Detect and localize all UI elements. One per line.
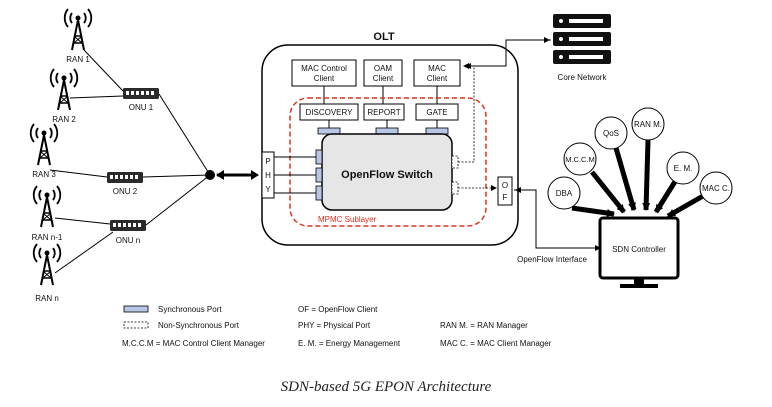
gate-label: GATE [426,108,447,117]
onu-n-icon [110,220,146,231]
onu-1-icon [123,88,159,99]
legend-phy: PHY = Physical Port [298,321,371,330]
phy-letter-p: P [265,157,270,166]
dba-app [547,176,581,210]
core-network: Core Network [463,14,611,82]
of-letter-f: F [503,193,508,202]
legend-ranm: RAN M. = RAN Manager [440,321,528,330]
energy-management-app [666,151,700,185]
ran-2-tower-icon [49,68,79,111]
splitter-node [205,170,215,180]
legend-nonsync-port: Non-Synchronous Port [158,321,240,330]
ran-n-label: RAN n [35,294,59,303]
server-icon [553,32,611,46]
server-icon [553,50,611,64]
openflow-interface-label: OpenFlow Interface [517,255,587,264]
onu-1-label: ONU 1 [129,103,154,112]
mac-control-client-line1: MAC Control [301,64,347,73]
onu-2-label: ONU 2 [113,187,138,196]
non-sync-port [451,155,459,169]
ran-n-1-label: RAN n-1 [32,233,63,242]
ran-n-1-tower-icon [32,185,62,228]
legend-mccm: M.C.C.M = MAC Control Client Manager [122,339,265,348]
mccm-app [563,142,597,176]
phy-letter-y: Y [265,185,271,194]
legend-em: E. M. = Energy Management [298,339,401,348]
legend-macc: MAC C. = MAC Client Manager [440,339,552,348]
non-sync-port [451,181,459,195]
report-box [363,103,405,121]
mac-client-line1: MAC [428,64,446,73]
of-letter-o: O [502,181,508,190]
onu-2-icon [107,172,143,183]
energy-management-label: E. M. [674,164,693,173]
legend-of: OF = OpenFlow Client [298,305,378,314]
ran-manager-app [631,107,665,141]
sync-port [315,149,323,165]
mac-client-box [413,59,461,87]
ran-3-tower-icon [29,123,59,166]
legend-sync-port: Synchronous Port [158,305,222,314]
qos-app [594,116,628,150]
server-icon [553,14,611,28]
oam-client-line2: Client [373,74,394,83]
mac-client-manager-label: MAC C. [702,184,730,193]
ran-n-tower-icon [32,243,62,286]
ran-3-label: RAN 3 [32,170,56,179]
legend-nonsync-port-swatch [123,321,149,329]
sync-port [425,127,449,135]
mac-control-client-line2: Client [314,74,335,83]
report-label: REPORT [367,108,400,117]
mpmc-sublayer-label: MPMC Sublayer [318,215,377,224]
mccm-label: M.C.C.M [565,155,595,164]
sync-port [315,167,323,183]
legend: Synchronous Port Non-Synchronous Port M.… [122,305,552,348]
mac-client-line2: Client [427,74,448,83]
ran-2-label: RAN 2 [52,115,76,124]
openflow-switch-label: OpenFlow Switch [341,169,433,181]
sync-port [315,185,323,201]
ran-section: RAN 1 RAN 2 RAN 3 RAN n-1 RAN n ONU 1 ON… [29,8,259,303]
mac-control-client-box [291,59,357,87]
ran-1-label: RAN 1 [66,55,90,64]
dba-label: DBA [556,189,573,198]
sdn-controller-label: SDN Controller [612,245,666,254]
core-network-label: Core Network [558,73,608,82]
ran-1-tower-icon [63,8,93,51]
onu-n-label: ONU n [116,236,140,245]
sdn-controller: SDN Controller DBA M.C.C.M QoS RAN M. E.… [547,107,733,288]
ran-manager-label: RAN M. [634,120,662,129]
qos-label: QoS [603,129,619,138]
mpmc-sublayer-border [289,97,487,227]
olt: OLT MAC Control Client OAM Client MAC Cl… [261,31,519,246]
legend-sync-port-swatch [123,305,149,313]
sync-port [317,127,341,135]
figure-caption: SDN-based 5G EPON Architecture [281,379,492,395]
discovery-label: DISCOVERY [306,108,354,117]
phy-letter-h: H [265,171,271,180]
olt-title: OLT [373,31,394,43]
mac-client-manager-app [699,171,733,205]
of-client-port [497,176,513,206]
sync-port [375,127,399,135]
oam-client-line1: OAM [374,64,393,73]
